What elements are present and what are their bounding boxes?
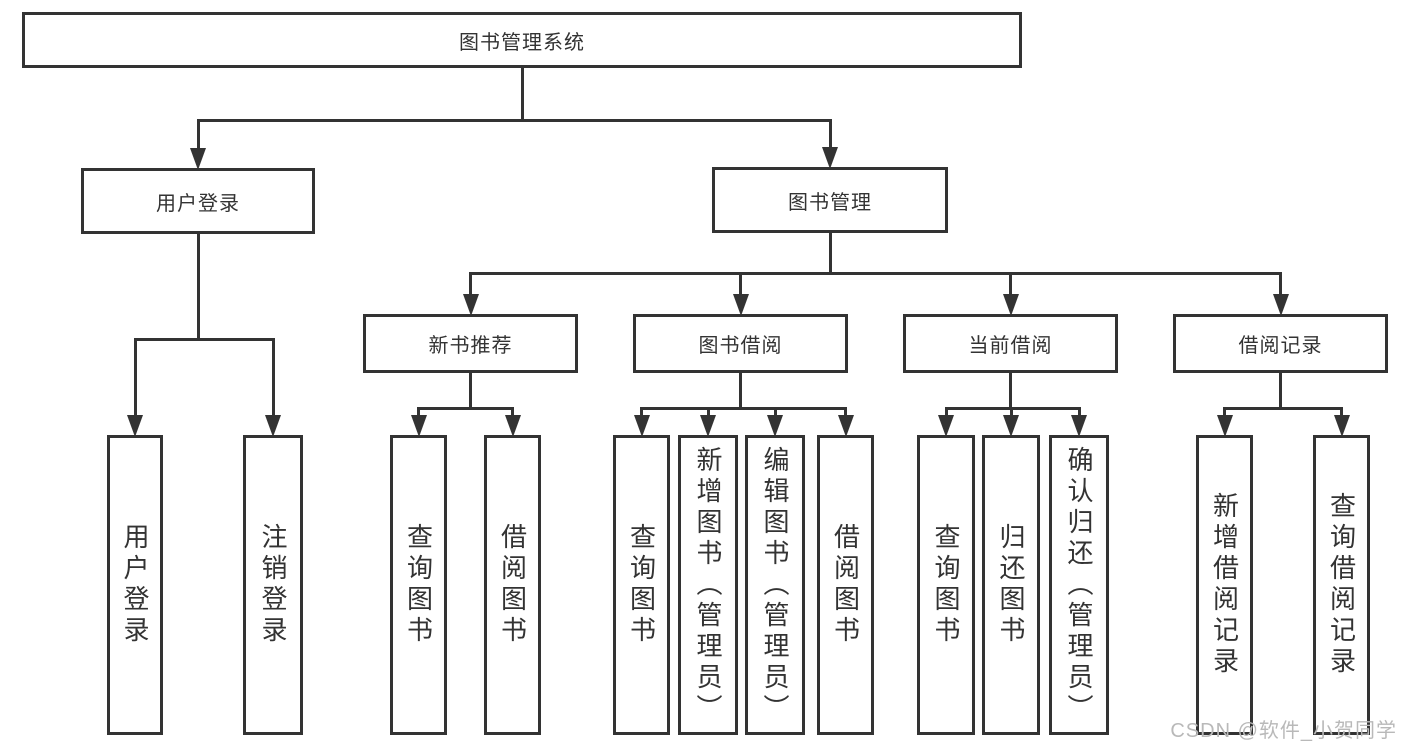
node-label-current-borrow: 当前借阅 [968, 335, 1053, 357]
edge-stem-book-mgmt [828, 233, 832, 275]
edge-bus-borrow-records [1223, 407, 1343, 410]
arrowhead-leaf-user-login [127, 415, 143, 437]
arrowhead-bb-add [700, 415, 716, 437]
edge-drop-leaf-logout [271, 338, 275, 415]
node-label-bb-borrow: 借阅图书 [830, 523, 861, 647]
node-label-user-login: 用户登录 [156, 192, 240, 215]
node-label-leaf-user-login: 用户登录 [120, 523, 150, 647]
node-label-book-borrow: 图书借阅 [698, 335, 783, 357]
arrowhead-bb-borrow [837, 415, 854, 437]
node-borrow-records: 借阅记录 [1173, 314, 1388, 373]
edge-drop-bb-borrow [844, 407, 847, 415]
node-label-cb-return: 归还图书 [996, 523, 1026, 647]
edge-stem-user-login [196, 234, 200, 341]
arrowhead-br-query [1333, 415, 1350, 437]
edge-drop-cb-return [1009, 407, 1013, 415]
edge-drop-new-book-rec [469, 272, 472, 294]
edge-stem-root [520, 68, 524, 122]
node-nb-query: 查询图书 [390, 435, 447, 735]
node-bb-query: 查询图书 [613, 435, 670, 735]
edge-bus-book-borrow [640, 407, 847, 410]
arrowhead-cb-confirm [1071, 415, 1087, 437]
edge-drop-book-borrow [739, 272, 742, 294]
node-label-br-query: 查询借阅记录 [1326, 492, 1357, 678]
edge-drop-current-borrow [1009, 272, 1012, 294]
arrowhead-bb-query [633, 415, 650, 437]
node-bb-add: 新增图书（管理员） [678, 435, 738, 735]
node-label-book-mgmt: 图书管理 [788, 191, 872, 214]
node-label-bb-edit: 编辑图书（管理员） [760, 445, 790, 725]
edge-drop-br-query [1340, 407, 1343, 415]
edge-drop-nb-query [417, 407, 420, 415]
arrowhead-cb-return [1003, 415, 1019, 437]
node-leaf-user-login: 用户登录 [107, 435, 163, 735]
edge-bus-new-book-rec [417, 407, 514, 410]
node-label-nb-query: 查询图书 [403, 523, 434, 647]
node-leaf-logout: 注销登录 [243, 435, 303, 735]
node-new-book-rec: 新书推荐 [363, 314, 578, 373]
edge-drop-nb-borrow [511, 407, 514, 415]
arrowhead-leaf-logout [265, 415, 281, 437]
arrowhead-book-borrow [732, 294, 749, 316]
edge-drop-cb-confirm [1077, 407, 1081, 415]
edge-bus-root [196, 119, 832, 122]
node-label-bb-query: 查询图书 [626, 523, 657, 647]
node-label-nb-borrow: 借阅图书 [497, 523, 528, 647]
arrowhead-borrow-records [1272, 294, 1289, 316]
node-bb-edit: 编辑图书（管理员） [745, 435, 805, 735]
edge-bus-user-login [133, 338, 275, 341]
node-current-borrow: 当前借阅 [903, 314, 1118, 373]
node-br-add: 新增借阅记录 [1196, 435, 1253, 735]
edge-drop-br-add [1223, 407, 1226, 415]
arrowhead-nb-borrow [504, 415, 521, 437]
node-label-leaf-logout: 注销登录 [258, 523, 288, 647]
edge-drop-leaf-user-login [133, 338, 137, 415]
arrowhead-current-borrow [1002, 294, 1019, 316]
edge-bus-book-mgmt [469, 272, 1282, 275]
arrowhead-cb-query [938, 415, 954, 437]
arrowhead-book-mgmt [822, 147, 838, 169]
edge-stem-book-borrow [739, 373, 742, 410]
node-cb-return: 归还图书 [982, 435, 1040, 735]
node-cb-confirm: 确认归还（管理员） [1049, 435, 1109, 735]
edge-stem-current-borrow [1009, 373, 1012, 410]
edge-drop-user-login [196, 119, 200, 148]
edge-drop-borrow-records [1279, 272, 1282, 294]
edge-drop-cb-query [944, 407, 948, 415]
arrowhead-user-login [190, 148, 206, 170]
node-label-bb-add: 新增图书（管理员） [693, 445, 723, 725]
node-label-new-book-rec: 新书推荐 [428, 335, 513, 357]
node-label-br-add: 新增借阅记录 [1209, 492, 1240, 678]
arrowhead-br-add [1216, 415, 1233, 437]
arrowhead-nb-query [410, 415, 427, 437]
node-label-borrow-records: 借阅记录 [1238, 335, 1323, 357]
node-user-login: 用户登录 [81, 168, 315, 234]
node-cb-query: 查询图书 [917, 435, 975, 735]
edge-drop-bb-query [640, 407, 643, 415]
node-label-cb-confirm: 确认归还（管理员） [1064, 445, 1094, 725]
node-label-root: 图书管理系统 [459, 31, 585, 54]
node-book-mgmt: 图书管理 [712, 167, 948, 233]
node-book-borrow: 图书借阅 [633, 314, 848, 373]
edge-stem-borrow-records [1279, 373, 1282, 410]
node-bb-borrow: 借阅图书 [817, 435, 874, 735]
edge-bus-current-borrow [944, 407, 1081, 410]
node-label-cb-query: 查询图书 [931, 523, 961, 647]
node-nb-borrow: 借阅图书 [484, 435, 541, 735]
arrowhead-new-book-rec [462, 294, 479, 316]
edge-stem-new-book-rec [469, 373, 472, 410]
arrowhead-bb-edit [767, 415, 783, 437]
edge-drop-book-mgmt [828, 119, 832, 147]
node-root: 图书管理系统 [22, 12, 1022, 68]
node-br-query: 查询借阅记录 [1313, 435, 1370, 735]
edge-drop-bb-add [706, 407, 710, 415]
edge-drop-bb-edit [773, 407, 777, 415]
